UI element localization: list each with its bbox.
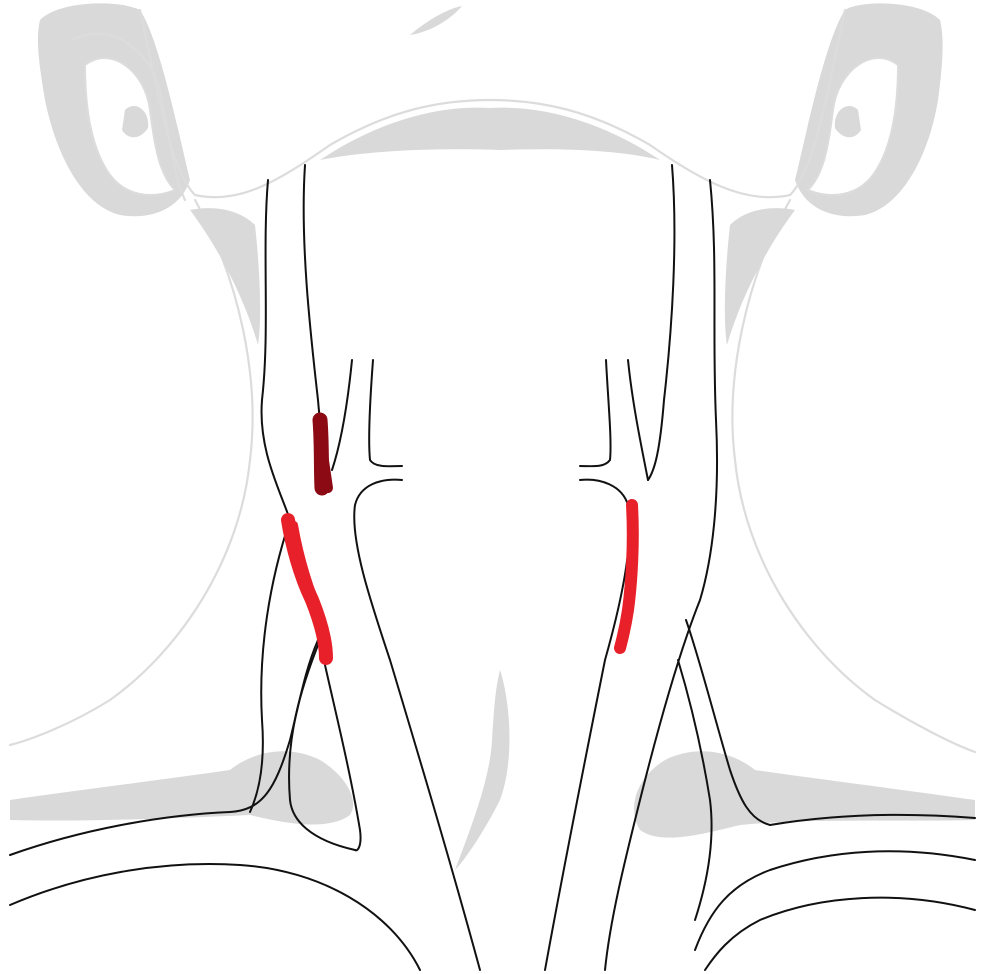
right-carotid-int: [580, 360, 611, 466]
jaw-line: [140, 10, 845, 197]
left-carotid-ext: [332, 360, 352, 470]
lip-shadow: [410, 6, 462, 35]
right-clavicle-shade: [634, 751, 975, 837]
right-neck-shade: [725, 208, 795, 345]
right-jugular-outer: [605, 180, 717, 970]
neck-right-edge: [732, 200, 975, 752]
chin-shadow: [320, 108, 660, 160]
right-jugular-inner: [648, 165, 674, 480]
left-clavicle-shade: [10, 751, 353, 824]
left-common-carotid: [354, 480, 480, 970]
left-subclavian-upper: [10, 640, 318, 855]
left-jugular-outer: [262, 180, 355, 850]
right-subclavian-lower: [705, 898, 975, 970]
left-neck-shade: [190, 208, 260, 345]
sternal-shade: [455, 670, 509, 870]
body-outline: [10, 3, 975, 870]
left-subclavian-lower: [10, 864, 420, 970]
lesion-markers: [288, 420, 633, 658]
vessels: [10, 165, 975, 970]
right-carotid-ext: [628, 360, 648, 480]
left-carotid-int: [369, 360, 402, 466]
marker-left-lower: [620, 505, 633, 648]
neck-left-edge: [10, 200, 253, 745]
